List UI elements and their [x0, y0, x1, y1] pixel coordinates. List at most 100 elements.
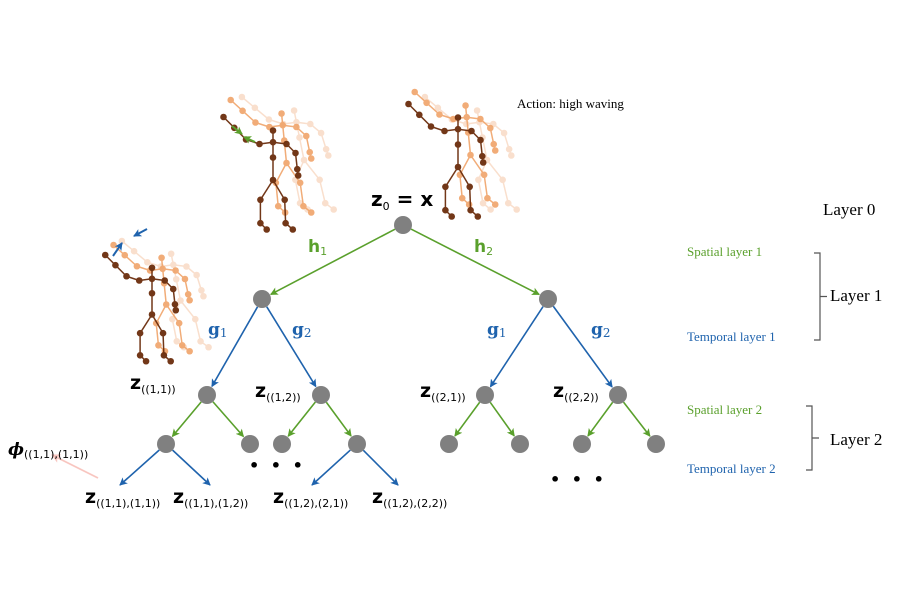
z-leaf-11-11-sub: ((1,1),(1,1)) — [96, 497, 161, 510]
skeleton-fig2-dark-joint — [256, 140, 263, 148]
skeleton-fig1-mid-joint — [436, 111, 443, 118]
skeleton-fig1-mid-joint — [477, 115, 484, 123]
edge-temporal-leaf-112 — [172, 449, 211, 486]
skeleton-fig3-light-bone — [171, 319, 178, 342]
skeleton-fig3-mid-joint — [184, 291, 192, 298]
skeleton-fig2-mid-joint — [293, 123, 300, 131]
skeleton-fig1-dark-joint — [416, 111, 423, 119]
skeleton-fig1-light-joint — [513, 206, 520, 213]
skeleton-fig3-mid-joint — [110, 241, 117, 249]
edge-temporal-leaf-122 — [362, 449, 399, 486]
skeleton-fig3-dark-joint — [112, 261, 119, 269]
node-l211 — [440, 435, 458, 453]
skeleton-fig1-mid-joint — [411, 88, 419, 96]
skeleton-fig1-mid-bone — [459, 154, 472, 176]
skeleton-fig1-dark-joint — [454, 125, 462, 133]
skeleton-fig1-light-joint — [508, 152, 515, 159]
node-n12 — [312, 386, 330, 404]
node-n11 — [198, 386, 216, 404]
skeleton-fig2-mid-joint — [283, 159, 290, 167]
skeleton-fig3-light-joint — [197, 338, 204, 345]
skeleton-fig2-dark-joint — [257, 219, 264, 227]
edge-temporal-n2-n22 — [552, 305, 613, 388]
skeleton-fig3-dark-joint — [123, 272, 130, 280]
z-leaf-11-11-var: z — [85, 486, 97, 508]
skeleton-fig1-light-bone — [486, 159, 504, 181]
edge-h2 — [410, 228, 540, 296]
skeleton-fig3-dark-bone — [139, 314, 153, 334]
h2-sub: 2 — [486, 245, 494, 258]
edge-spatial-n11-l112 — [212, 401, 245, 438]
skeleton-fig2-mid-joint — [300, 202, 307, 210]
z-11-var: z — [130, 372, 142, 394]
skeleton-fig2-dark-joint — [283, 140, 290, 148]
skeleton-fig1-dark-joint — [468, 127, 475, 135]
skeleton-fig3-mid-bone — [163, 283, 167, 305]
phi-label: ϕ((1,1),(1,1)) — [8, 440, 88, 461]
motion-arrow-green-1 — [231, 125, 243, 135]
skeleton-fig1-mid-bone — [459, 174, 463, 199]
skeleton-fig2-mid-joint — [278, 110, 285, 117]
legend-spatial-layer-1: Spatial layer 1 — [687, 244, 763, 259]
skeleton-fig2-dark-joint — [292, 149, 299, 157]
skeleton-fig3-dark-joint — [161, 277, 169, 284]
skeleton-fig3-dark-joint — [136, 329, 144, 337]
skeleton-fig3-mid-joint — [172, 267, 179, 274]
skeleton-fig2-mid-joint — [306, 148, 314, 156]
skeleton-fig3-mid-joint — [181, 275, 189, 283]
skeleton-fig3-light-joint — [191, 315, 199, 323]
root-eq: = x — [396, 187, 434, 211]
node-n2 — [539, 290, 557, 308]
skeleton-fig2-mid-joint — [296, 179, 304, 187]
skeleton-fig1-mid-joint — [462, 102, 469, 109]
skeleton-fig2-dark-joint — [269, 127, 277, 134]
skeleton-fig2-dark-joint — [263, 226, 271, 233]
skeleton-fig2-light-joint — [325, 152, 332, 159]
skeleton-fig2-dark-bone — [283, 199, 287, 224]
skeleton-fig3-mid-bone — [178, 323, 183, 346]
skeleton-fig3-light-joint — [193, 271, 200, 279]
skeleton-fig1-dark-joint — [427, 123, 435, 130]
skeleton-fig1-mid-joint — [467, 151, 474, 159]
skeleton-fig3-mid-joint — [186, 296, 193, 304]
legend-braces — [806, 252, 827, 471]
skeleton-fig3-light-joint — [183, 263, 190, 270]
skeleton-fig3-dark-joint — [148, 264, 156, 272]
skeleton-fig3-mid-joint — [159, 265, 166, 273]
skeleton-fig3-mid-joint — [175, 319, 183, 327]
g1-right-sub: 1 — [498, 326, 507, 340]
skeleton-fig2-mid-joint — [239, 107, 246, 115]
node-root — [394, 216, 412, 234]
skeleton-fig1-dark-joint — [477, 136, 484, 144]
motion-arrow-blue-2 — [133, 228, 148, 237]
node-n1 — [253, 290, 271, 308]
skeleton-fig2-dark-joint — [257, 196, 264, 204]
skeleton-fig1-light-joint — [463, 120, 470, 128]
skeleton-fig2-mid-joint — [307, 155, 315, 162]
node-l111 — [157, 435, 175, 453]
z-12-sub: ((1,2)) — [266, 391, 301, 404]
ellipsis-right: • • • — [550, 470, 607, 489]
skeleton-fig2-light-joint — [321, 199, 329, 207]
skeleton-fig2-dark-joint — [269, 154, 277, 161]
phi-arrow — [51, 454, 99, 479]
skeleton-fig3-light-joint — [169, 315, 176, 323]
skeleton-fig2-mid-joint — [279, 121, 287, 129]
skeleton-fig1-dark-joint — [467, 206, 474, 214]
skeleton-fig2-light-joint — [296, 134, 303, 141]
skeleton-fig2-mid-joint — [307, 209, 315, 216]
skeleton-fig3-mid-joint — [162, 301, 170, 308]
root-var: z — [371, 187, 383, 211]
z-leaf-12-22-label: z((1,2),(2,2)) — [372, 486, 447, 510]
skeleton-fig3-mid-joint — [186, 347, 193, 355]
skeleton-fig1-dark-joint — [479, 159, 487, 166]
skeleton-fig1-light-joint — [499, 176, 506, 184]
skeleton-fig3-light-joint — [173, 338, 181, 345]
z-leaf-12-21-label: z((1,2),(2,1)) — [273, 486, 348, 510]
node-l112 — [241, 435, 259, 453]
skeleton-fig3-dark-joint — [135, 277, 143, 284]
skeleton-fig1-dark-joint — [442, 206, 449, 214]
skeleton-fig3-dark — [101, 251, 180, 365]
h1-label: h1 — [308, 237, 327, 258]
